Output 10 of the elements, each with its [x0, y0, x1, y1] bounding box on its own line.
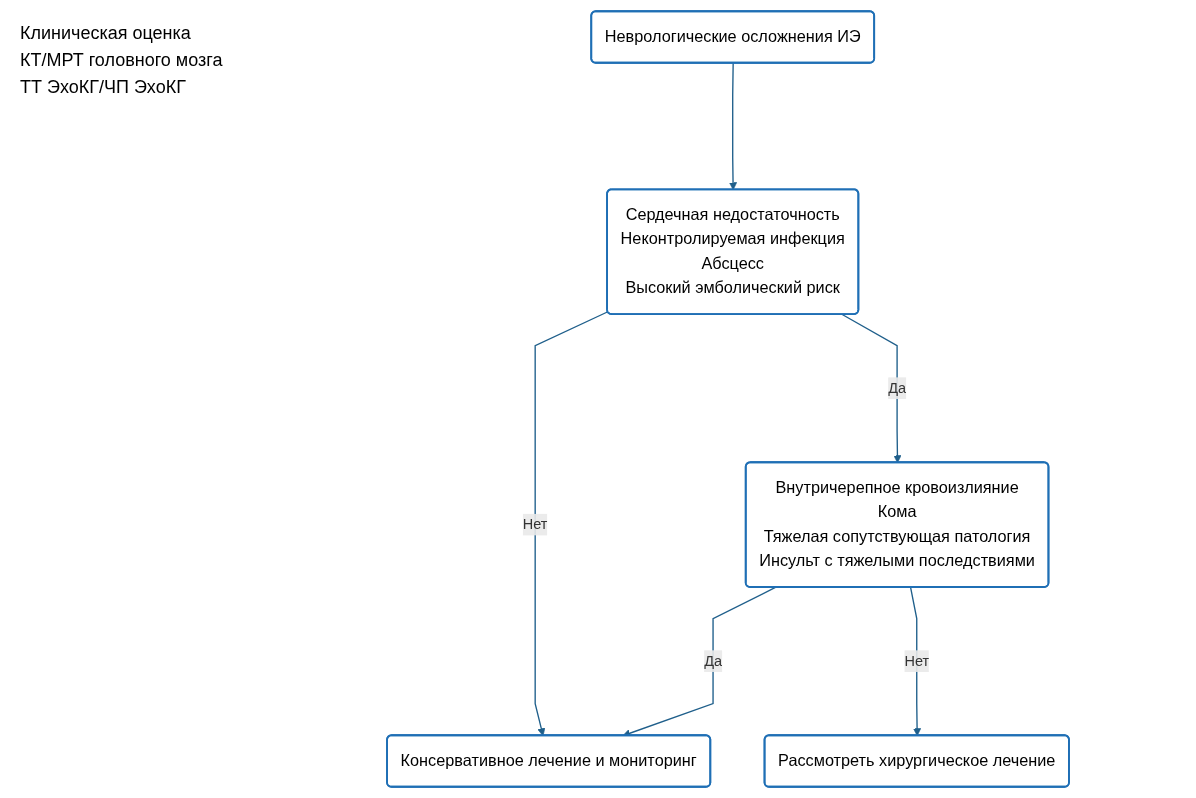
arrow	[729, 62, 738, 191]
arrow	[841, 313, 902, 464]
note-text: ТТ ЭхоКГ/ЧП ЭхоКГ	[20, 76, 187, 99]
edge-label: Нет	[522, 516, 548, 532]
edge-label: Да	[704, 652, 722, 669]
edge-label: Да	[888, 380, 907, 396]
arrow	[534, 311, 609, 737]
note-text: Клиническая оценка	[20, 22, 192, 45]
note-text: КТ/МРТ головного мозга	[20, 49, 224, 72]
edge-label: Нет	[904, 652, 930, 669]
